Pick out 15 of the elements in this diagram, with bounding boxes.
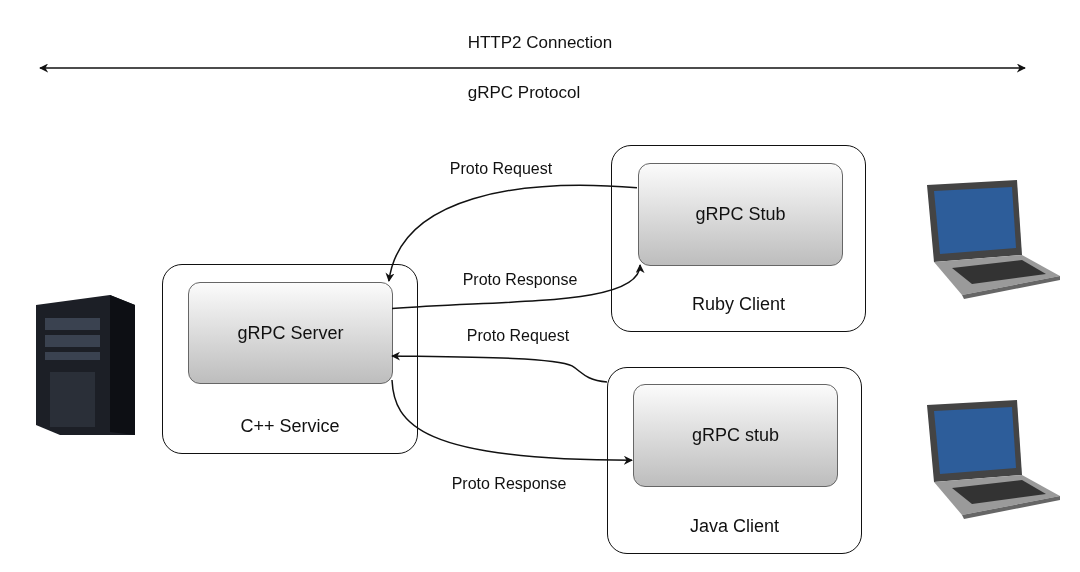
group-title: Java Client xyxy=(689,516,779,537)
connection-label: gRPC Protocol xyxy=(467,83,581,103)
group-title: C++ Service xyxy=(240,416,340,437)
group-box xyxy=(611,145,866,332)
process-box: gRPC Stub xyxy=(638,163,843,266)
process-box: gRPC Server xyxy=(188,282,393,384)
arrow xyxy=(391,351,608,383)
connection-label: HTTP2 Connection xyxy=(467,33,613,53)
arrow xyxy=(386,184,638,282)
arrow xyxy=(391,379,633,465)
group-box xyxy=(607,367,862,554)
group-title: Ruby Client xyxy=(691,294,785,315)
arrow xyxy=(391,264,643,310)
process-box: gRPC stub xyxy=(633,384,838,487)
group-box xyxy=(162,264,418,454)
